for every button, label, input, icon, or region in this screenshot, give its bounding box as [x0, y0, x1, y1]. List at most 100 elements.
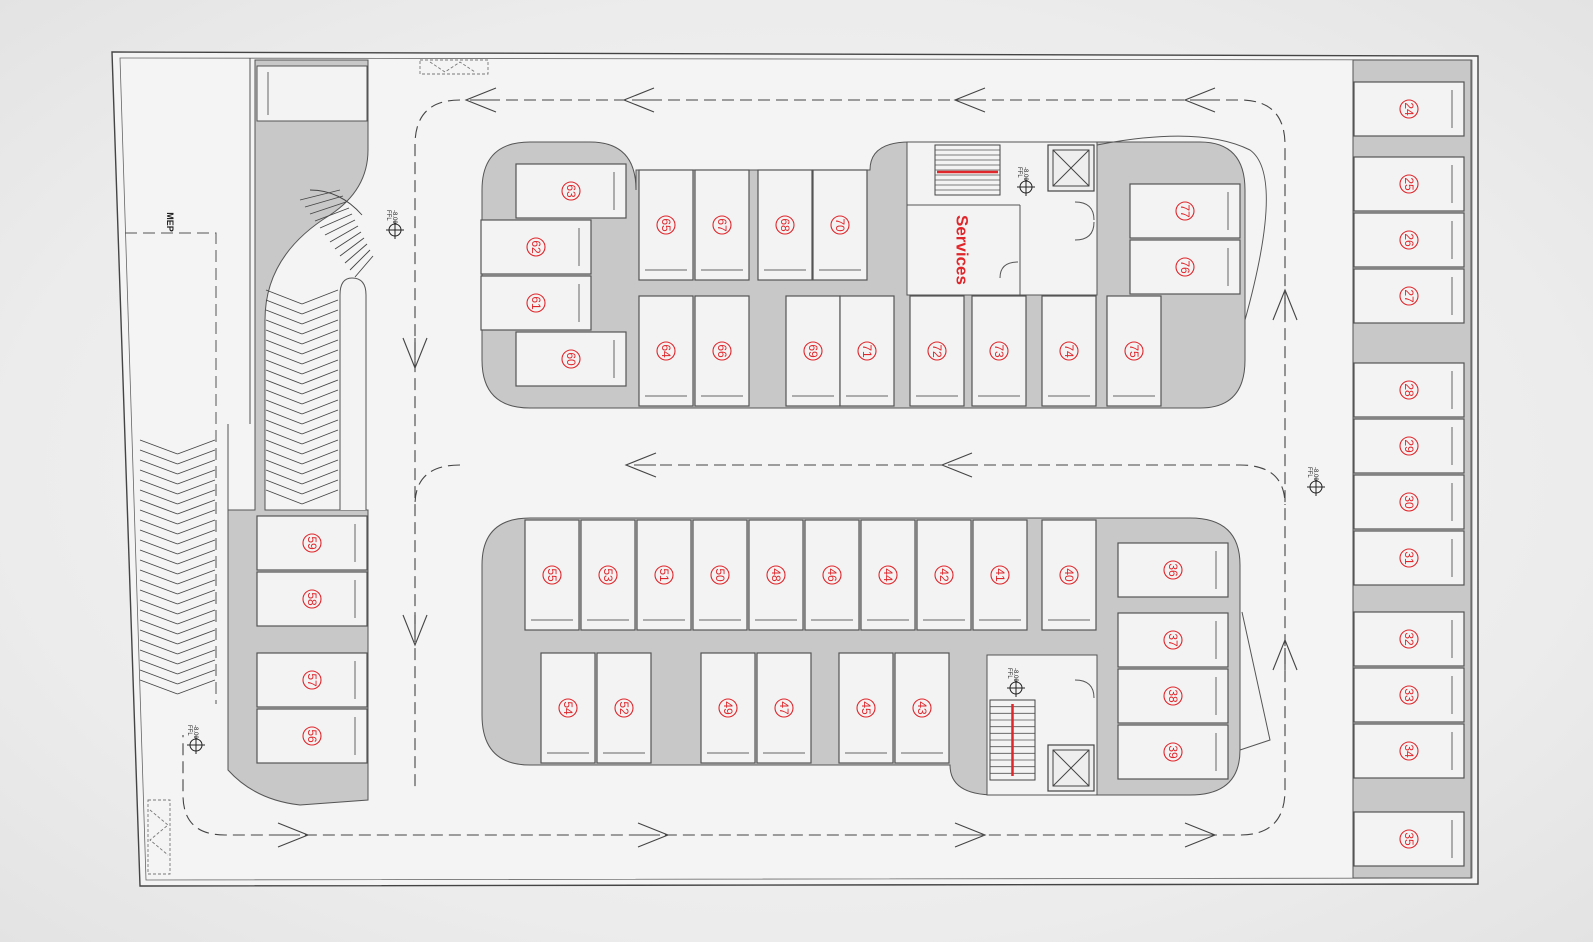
parking-bay-60: 60 [515, 331, 627, 387]
parking-bay-52: 52 [596, 652, 652, 764]
bay-number-circle [654, 565, 674, 585]
parking-bay-47: 47 [756, 652, 812, 764]
level-unit: FFL [1306, 467, 1312, 478]
bay-number-label: 74 [1062, 344, 1076, 358]
bay-number-label: 60 [564, 352, 578, 366]
bay-number-circle [766, 565, 786, 585]
bay-number-label: 52 [617, 701, 631, 715]
bay-number-label: 61 [529, 296, 543, 310]
bay-number-circle [614, 698, 634, 718]
direction-arrow-icon [1272, 288, 1298, 321]
parking-bay-76: 76 [1129, 239, 1241, 295]
bay-number-circle [1399, 286, 1419, 306]
bay-number-circle [302, 533, 322, 553]
level-unit: FFL [1006, 668, 1012, 679]
bay-number-label: 57 [305, 673, 319, 687]
bay-number-label: 28 [1402, 383, 1416, 397]
lift-upper-icon [1047, 144, 1095, 192]
parking-bay-31: 31 [1353, 530, 1465, 586]
bay-number-label: 71 [860, 344, 874, 358]
bay-number-label: 69 [806, 344, 820, 358]
bay-number-circle [712, 341, 732, 361]
level-value: -8.00 [192, 725, 198, 739]
parking-bay-56: 56 [256, 708, 368, 764]
entry-ramp-hatch [265, 189, 374, 505]
bay-number-label: 31 [1402, 551, 1416, 565]
bay-number-circle [302, 670, 322, 690]
bay-number-circle [1399, 230, 1419, 250]
bay-number-circle [1399, 380, 1419, 400]
direction-arrow-icon [954, 822, 987, 848]
direction-arrow-icon [953, 87, 986, 113]
bay-number-circle [302, 726, 322, 746]
bay-number-label: 62 [529, 240, 543, 254]
bay-number-label: 50 [713, 568, 727, 582]
parking-bay-58: 58 [256, 571, 368, 627]
bay-number-label: 24 [1402, 102, 1416, 116]
bay-number-label: 34 [1402, 744, 1416, 758]
direction-arrow-icon [1184, 822, 1217, 848]
stair-upper [934, 144, 1001, 196]
parking-bay-40: 40 [1041, 519, 1097, 631]
bay-number-label: 55 [545, 568, 559, 582]
stair-lower [989, 699, 1036, 781]
bay-number-label: 36 [1166, 563, 1180, 577]
bay-number-label: 41 [993, 568, 1007, 582]
parking-bay-75: 75 [1106, 295, 1162, 407]
parking-bay-45: 45 [838, 652, 894, 764]
parking-bay-48: 48 [748, 519, 804, 631]
parking-bay-35: 35 [1353, 811, 1465, 867]
parking-bay-54: 54 [540, 652, 596, 764]
bay-number-circle [822, 565, 842, 585]
bay-number-label: 47 [777, 701, 791, 715]
bay-number-label: 73 [992, 344, 1006, 358]
bay-number-circle [656, 341, 676, 361]
bay-number-label: 32 [1402, 632, 1416, 646]
parking-bay-24: 24 [1353, 81, 1465, 137]
bay-number-label: 66 [715, 344, 729, 358]
bay-number-circle [830, 215, 850, 235]
level-value: -8.00 [1012, 668, 1018, 682]
parking-bay-50: 50 [692, 519, 748, 631]
bay-number-circle [934, 565, 954, 585]
bay-number-circle [561, 349, 581, 369]
vent-grille-bottom [147, 799, 171, 875]
direction-arrow-icon [624, 452, 657, 478]
bay-number-label: 53 [601, 568, 615, 582]
bay-number-label: 40 [1062, 568, 1076, 582]
bay-number-circle [1399, 685, 1419, 705]
direction-arrow-icon [402, 337, 428, 370]
bay-number-label: 35 [1402, 832, 1416, 846]
bay-number-circle [878, 565, 898, 585]
bay-number-label: 49 [721, 701, 735, 715]
direction-arrow-icon [277, 822, 310, 848]
bay-number-circle [856, 698, 876, 718]
bay-number-circle [712, 215, 732, 235]
parking-bay-65: 65 [638, 169, 694, 281]
parking-bay-34: 34 [1353, 723, 1465, 779]
bay-number-circle [302, 589, 322, 609]
bay-number-label: 39 [1166, 745, 1180, 759]
bay-number-circle [1399, 174, 1419, 194]
direction-arrow-icon [464, 87, 497, 113]
level-unit: FFL [186, 725, 192, 736]
parking-bay-68: 68 [757, 169, 813, 281]
parking-bay-46: 46 [804, 519, 860, 631]
bay-number-circle [912, 698, 932, 718]
parking-bay-42: 42 [916, 519, 972, 631]
bay-number-circle [1163, 686, 1183, 706]
bay-number-circle [1399, 629, 1419, 649]
bay-number-label: 30 [1402, 495, 1416, 509]
bay-number-label: 48 [769, 568, 783, 582]
planter-outlines [1096, 135, 1271, 751]
bay-number-label: 77 [1178, 204, 1192, 218]
direction-arrow-icon [1272, 638, 1298, 671]
bay-number-label: 76 [1178, 260, 1192, 274]
parking-bay-63: 63 [515, 163, 627, 219]
bay-number-label: 33 [1402, 688, 1416, 702]
bay-number-circle [1399, 436, 1419, 456]
bay-number-circle [561, 181, 581, 201]
